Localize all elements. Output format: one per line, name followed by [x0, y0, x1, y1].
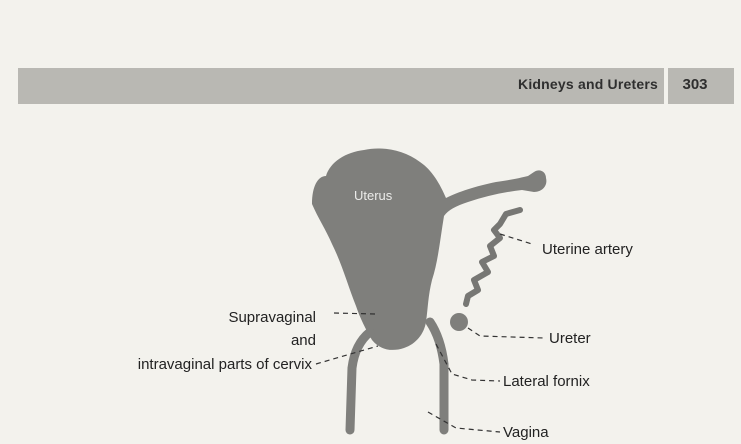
cervix-label-line-2: and — [291, 332, 316, 349]
leader-uterine-artery — [500, 234, 532, 244]
lateral-fornix-label: Lateral fornix — [503, 373, 590, 390]
leader-cervix-lower — [316, 346, 378, 364]
leader-ureter — [468, 328, 544, 338]
ureter-cross-section — [450, 313, 468, 331]
vagina-left-wall — [350, 332, 370, 430]
ureter-label: Ureter — [549, 330, 591, 347]
uterine-artery-vessel — [466, 210, 520, 304]
cervix-label-line-1: Supravaginal — [228, 309, 316, 326]
vagina-label: Vagina — [503, 424, 549, 441]
cervix-label-line-3: intravaginal parts of cervix — [138, 356, 313, 373]
uterine-artery-label: Uterine artery — [542, 241, 633, 258]
leader-vagina — [428, 412, 500, 432]
uterus-label: Uterus — [354, 188, 393, 203]
